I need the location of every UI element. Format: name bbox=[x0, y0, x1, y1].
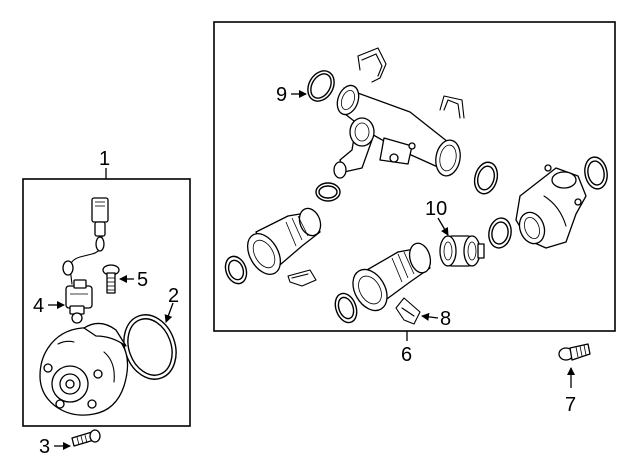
o-ring-part-9 bbox=[307, 70, 335, 102]
callout-3-label: 3 bbox=[39, 436, 50, 458]
callout-5-label: 5 bbox=[137, 269, 148, 291]
thermostat-housing-assembly-box bbox=[213, 21, 616, 332]
retaining-clip-top bbox=[357, 47, 387, 83]
callout-7-label: 7 bbox=[565, 394, 576, 416]
water-pump-body bbox=[39, 322, 129, 416]
callout-1-label: 1 bbox=[99, 148, 110, 170]
o-ring-right-upper bbox=[473, 161, 499, 195]
o-ring-lower-left bbox=[334, 292, 358, 324]
water-pump-assembly-group: 1 4 bbox=[22, 148, 191, 427]
callout-2-label: 2 bbox=[168, 285, 179, 307]
coolant-outlet-pipe bbox=[333, 84, 461, 179]
bolt-part-7 bbox=[558, 343, 591, 361]
callout-8-arrow bbox=[421, 312, 439, 321]
o-ring-far-right bbox=[584, 156, 608, 190]
o-ring-right-lower bbox=[488, 217, 512, 249]
o-ring-center bbox=[315, 182, 341, 202]
callout-2-arrow bbox=[164, 302, 174, 323]
coolant-hose-lower bbox=[352, 242, 432, 312]
retaining-clip-part-8 bbox=[395, 297, 421, 325]
retaining-clip-right bbox=[439, 95, 465, 119]
retaining-clip-lower-left bbox=[287, 269, 317, 287]
callout-9-label: 9 bbox=[276, 84, 287, 106]
bolt-part-5 bbox=[102, 264, 120, 294]
callout-8-label: 8 bbox=[440, 308, 451, 330]
coolant-valve-part-4 bbox=[65, 279, 93, 324]
callout-6-label: 6 bbox=[401, 344, 412, 366]
thermostat-housing-assembly-group: 6 9 bbox=[213, 21, 616, 366]
bolt-part-3 bbox=[71, 429, 101, 447]
thermostat-part-10 bbox=[439, 235, 485, 267]
sensor-connector-wire bbox=[62, 197, 109, 285]
callout-4-label: 4 bbox=[33, 295, 44, 317]
callout-10-label: 10 bbox=[425, 198, 447, 220]
coolant-hose-upper bbox=[246, 207, 322, 275]
o-ring-left bbox=[224, 255, 248, 285]
thermostat-housing bbox=[515, 164, 587, 249]
callout-10-arrow bbox=[437, 217, 449, 236]
